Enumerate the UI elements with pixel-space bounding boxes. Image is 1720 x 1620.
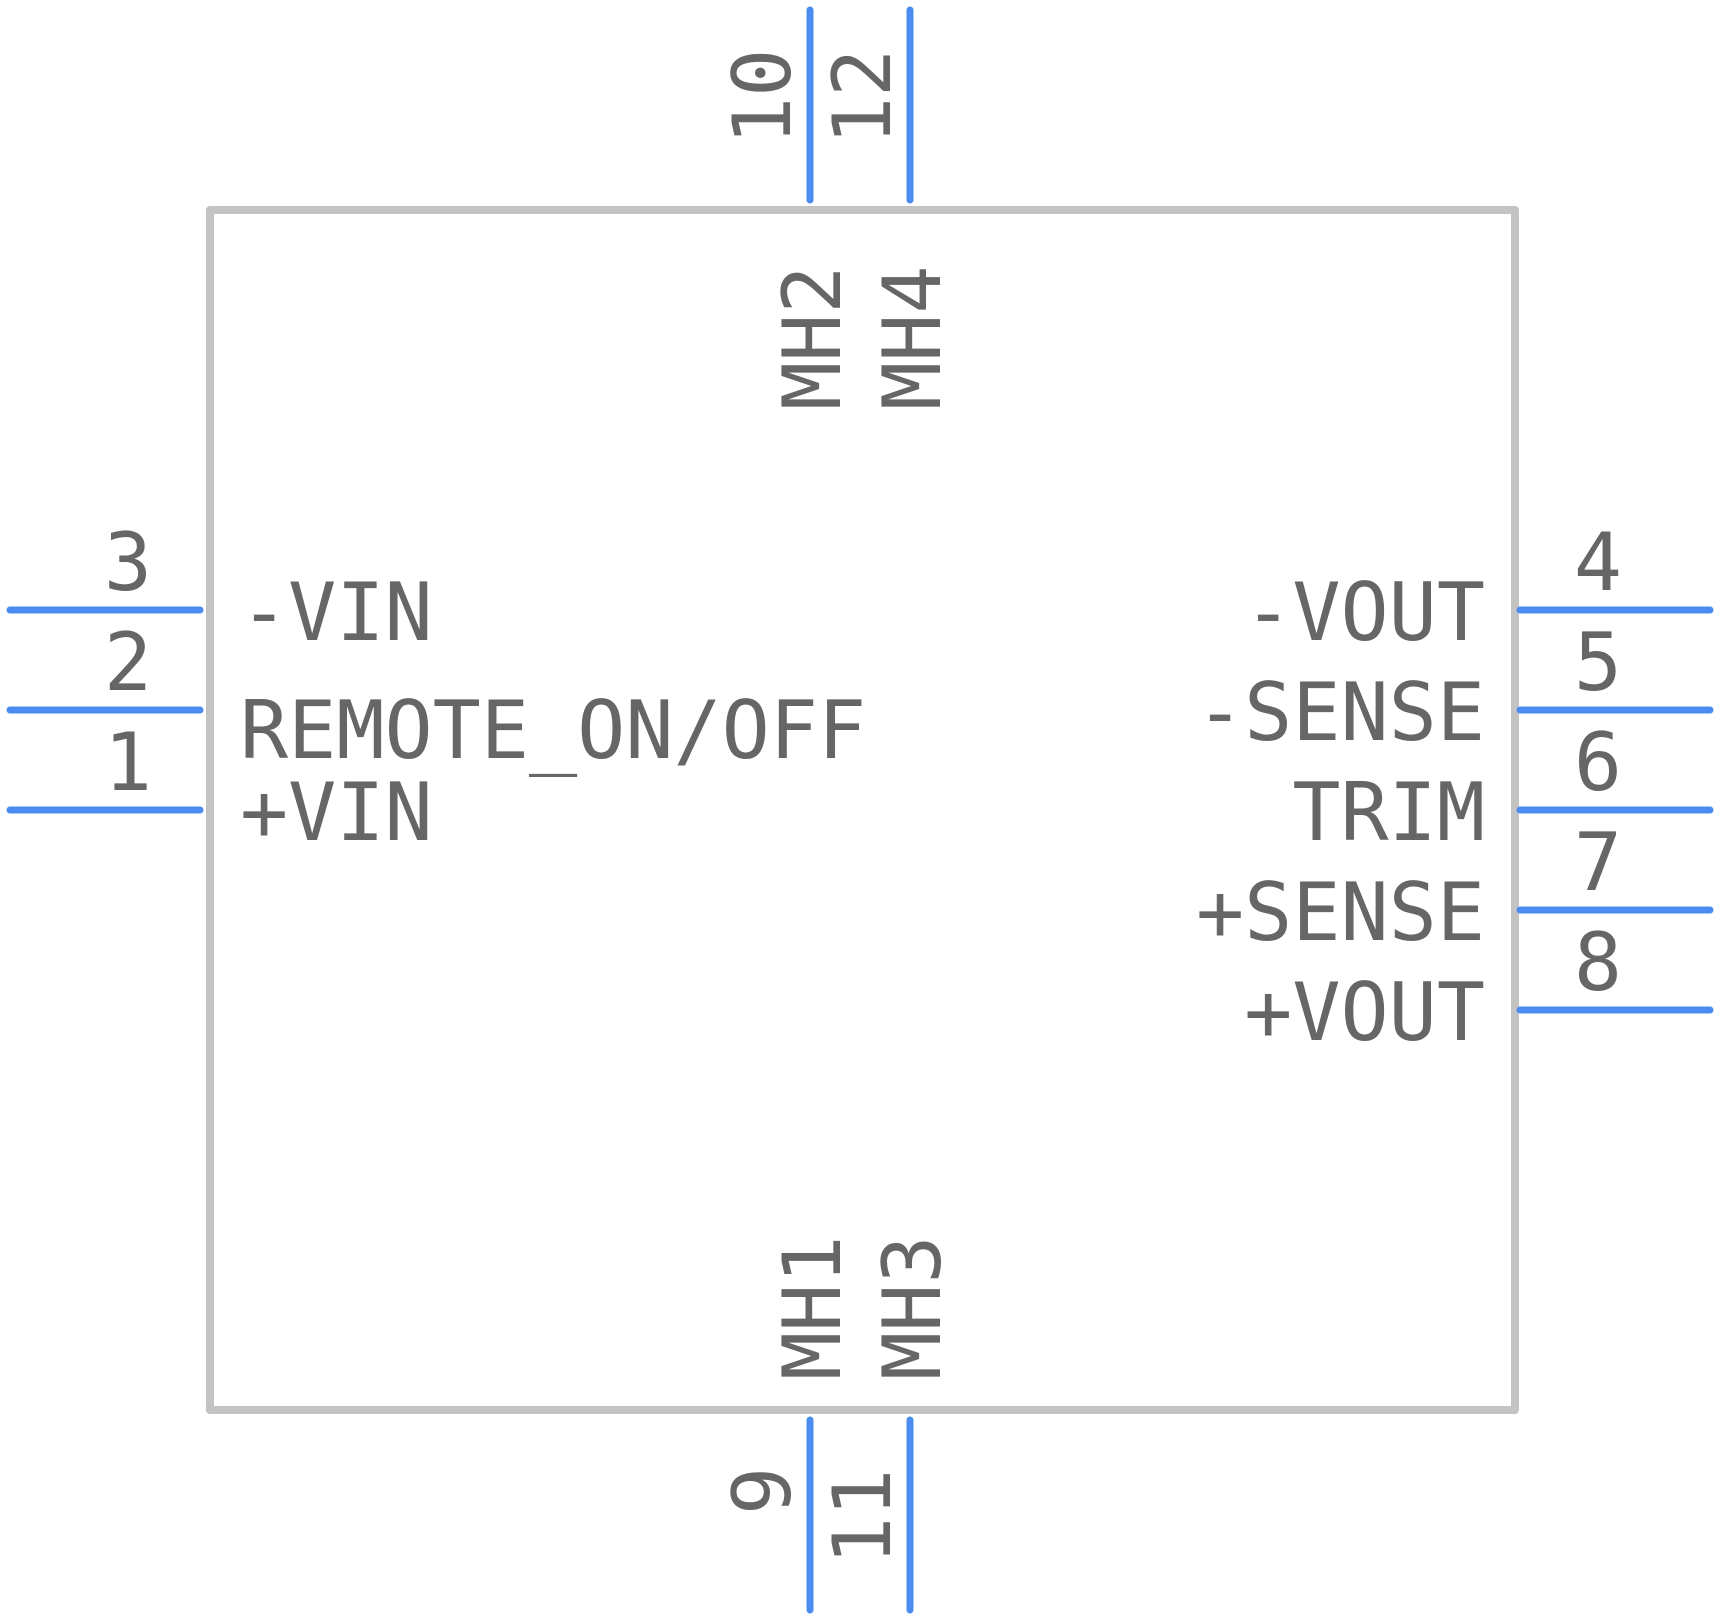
pin-number: 11 [816,1469,909,1565]
pin-name: MH4 [866,266,959,411]
pin-number: 5 [1574,616,1622,709]
top-pin-12[interactable]: 12 MH4 [816,6,959,411]
pin-name: -VOUT [1244,566,1485,659]
left-pin-1[interactable]: 1 +VIN [6,716,433,859]
pin-number: 12 [816,49,909,145]
bottom-pin-11[interactable]: 11 MH3 [816,1236,959,1614]
pin-number: 3 [104,516,152,609]
pin-number: 7 [1574,816,1622,909]
pin-name: +VIN [240,766,433,859]
right-pin-7[interactable]: 7 +SENSE [1196,816,1714,959]
pin-name: +VOUT [1244,966,1485,1059]
pin-number: 4 [1574,516,1622,609]
right-pin-4[interactable]: 4 -VOUT [1244,516,1714,659]
pin-name: -VIN [240,566,433,659]
right-pin-5[interactable]: 5 -SENSE [1196,616,1714,759]
bottom-pin-9[interactable]: 9 MH1 [716,1236,859,1614]
pin-number: 9 [716,1467,809,1515]
pin-number: 2 [104,616,152,709]
pin-number: 8 [1574,916,1622,1009]
pin-name: +SENSE [1196,866,1485,959]
pin-name: TRIM [1292,766,1485,859]
component-body [206,206,1519,1414]
pin-name: -SENSE [1196,666,1485,759]
top-pin-10[interactable]: 10 MH2 [716,6,859,411]
pin-name: MH2 [766,266,859,411]
right-pin-6[interactable]: 6 TRIM [1292,716,1714,859]
pin-name: MH3 [866,1236,959,1381]
pin-name: MH1 [766,1236,859,1381]
right-pin-8[interactable]: 8 +VOUT [1244,916,1714,1059]
pin-name: REMOTE_ON/OFF [240,684,866,777]
left-pin-2[interactable]: 2 REMOTE_ON/OFF [6,616,866,777]
pin-number: 1 [104,716,152,809]
left-pin-3[interactable]: 3 -VIN [6,516,433,659]
pin-number: 6 [1574,716,1622,809]
pin-number: 10 [716,49,809,145]
